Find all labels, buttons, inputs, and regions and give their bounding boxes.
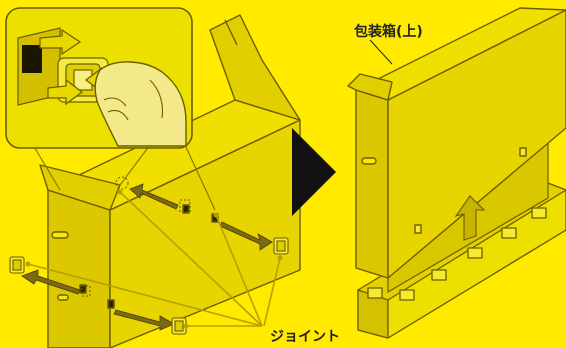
slot-hole-1 [182, 204, 190, 214]
joint-label: ジョイント [270, 329, 340, 345]
lift-up-arrow-icon [454, 195, 486, 241]
hand-illustration [94, 61, 187, 147]
joint-label-leader-lines [27, 191, 281, 327]
joint-clips [9, 237, 289, 335]
arrow-joint-1 [129, 183, 179, 210]
upper-case-flap [347, 73, 393, 101]
joint-clip-icon [273, 237, 289, 255]
slot-hole-4 [107, 299, 115, 309]
upper-slot-2 [414, 224, 422, 234]
top-case-label: 包装箱(上) [354, 23, 423, 40]
leader-dots [25, 189, 283, 329]
arrow-joint-3 [21, 269, 81, 295]
handhole-upper [361, 157, 377, 165]
slot-hole-3 [79, 284, 87, 294]
joint-clip-icon [9, 256, 25, 274]
left-carton-flap-left [39, 164, 121, 211]
removal-arrows [21, 183, 273, 331]
upper-slot-1 [519, 147, 527, 157]
handhole-front-2 [57, 294, 69, 301]
joint-clip-icon [171, 317, 187, 335]
handhole-front [51, 231, 69, 239]
arrow-joint-2 [219, 221, 273, 251]
next-step-arrow-icon [292, 128, 336, 216]
left-carton-flap-right [209, 14, 301, 121]
flap-crease [224, 19, 238, 46]
arrow-joint-4 [113, 309, 175, 331]
upper-case-front [355, 89, 389, 279]
left-carton-front [47, 189, 111, 348]
top-case-leader [369, 39, 393, 65]
zoom-callout [5, 7, 193, 149]
upper-case [347, 7, 566, 279]
left-carton [39, 14, 301, 348]
joint-placeholders [81, 176, 191, 297]
